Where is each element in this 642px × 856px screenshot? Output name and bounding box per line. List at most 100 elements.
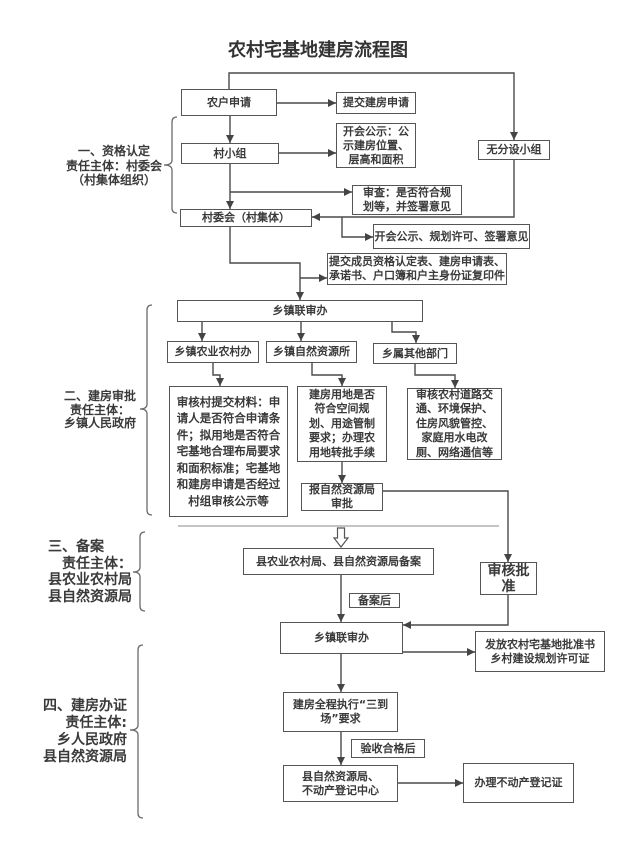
node-text: 农户申请: [207, 95, 251, 109]
other-departments-box: 乡属其他部门: [373, 343, 457, 364]
node-text: 建房全程执行“三到: [292, 698, 389, 711]
section-bracket: [129, 644, 144, 819]
report-resources-bureau-box: 报自然资源局 审批: [301, 483, 383, 511]
node-text: 符合空间规: [314, 402, 370, 416]
node-text: 县农业农村局、县自然资源局备案: [256, 554, 421, 568]
county-registration-center-box: 县自然资源局、 不动产登记中心: [283, 765, 398, 802]
village-committee-box: 村委会（村集体）: [180, 209, 312, 227]
section-label-line: 责任主体：: [69, 402, 130, 417]
section-label-line: 责任主体：: [62, 555, 132, 572]
township-resources-office-box: 乡镇自然资源所: [266, 341, 357, 363]
committee-notice-box: 开会公示、规划许可、签署意见: [373, 224, 530, 249]
node-text: 开会公示、规划许可、签署意见: [374, 229, 529, 243]
node-text: 乡镇联审办: [272, 304, 328, 317]
section-label-line: 责任主体：村委会: [65, 158, 162, 173]
node-text: 请人是否符合申请条: [176, 411, 281, 426]
node-text: 家庭用水电改: [421, 431, 488, 445]
review-materials-box: 审核村提交材料：申 请人是否符合申请条 件；拟用地是否符合 宅基地合理布局要求 …: [169, 386, 288, 517]
review-planning-box: 审查：是否符合规 划等，并签署意见: [352, 185, 462, 215]
node-text: 厕、网络通信等: [416, 445, 493, 459]
node-text: 审查：是否符合规: [363, 186, 451, 199]
node-text: 县自然资源局、: [302, 769, 379, 783]
section-label-line: 四、建房办证: [43, 698, 127, 714]
section-4-label: 四、建房办证 责任主体: 乡人民政府 县自然资源局: [27, 698, 127, 766]
node-text: 和建房申请是否经过: [176, 477, 281, 492]
section-bracket: [139, 304, 153, 516]
node-text: 村组审核公示等: [188, 493, 269, 508]
three-on-site-box: 建房全程执行“三到 场”要求: [283, 692, 398, 732]
node-text: 不动产登记中心: [302, 783, 379, 797]
node-text: 用地转批手续: [309, 445, 375, 459]
section-1-label: 一、资格认定 责任主体：村委会 （村集体组织）: [62, 144, 166, 188]
node-text: 要求；办理农: [309, 431, 375, 445]
section-bracket: [163, 116, 178, 214]
node-text: 无分设小组: [486, 143, 542, 156]
node-text: 村委会（村集体）: [202, 211, 290, 224]
node-text: 开会公示：公: [343, 124, 409, 138]
township-joint-review-2-box: 乡镇联审办: [280, 622, 403, 654]
land-use-review-box: 建房用地是否 符合空间规 划、用途管制 要求；办理农 用地转批手续: [297, 386, 387, 462]
connector-arrow: [383, 490, 512, 562]
hollow-down-arrow-icon: [332, 527, 350, 548]
node-text: 通、环境保护、: [416, 402, 493, 416]
section-label-line: （村集体组织）: [71, 173, 156, 187]
after-acceptance-box: 验收合格后: [351, 739, 425, 758]
issue-permits-box: 发放农村宅基地批准书 乡村建设规划许可证: [475, 631, 605, 672]
connector-arrow: [212, 363, 224, 386]
node-text: 审核村提交材料：申: [176, 394, 281, 409]
node-text: 承诺书、户口簿和户主身份证复印件: [329, 269, 505, 282]
section-2-label: 二、建房审批 责任主体： 乡镇人民政府: [58, 389, 142, 431]
node-text: 乡镇联审办: [314, 631, 369, 644]
node-text: 乡村建设规划许可证: [490, 651, 590, 665]
node-text: 村小组: [213, 146, 247, 160]
node-text: 宅基地合理布局要求: [176, 444, 281, 459]
node-text: 审核农村道路交: [416, 387, 493, 401]
node-text: 提交成员资格认定表、建房申请表、: [329, 255, 505, 268]
section-label-line: 责任主体:: [65, 715, 127, 731]
public-notice-box: 开会公示：公 示建房位置、 层高和面积: [336, 123, 416, 168]
node-text: 备案后: [358, 593, 391, 607]
node-text: 件；拟用地是否符合: [176, 427, 281, 442]
after-filing-box: 备案后: [349, 593, 400, 608]
node-text: 准: [501, 578, 516, 595]
connector-arrow: [312, 160, 515, 221]
node-text: 乡属其他部门: [382, 346, 448, 360]
connector-arrow: [414, 364, 459, 388]
connector-arrow: [391, 322, 420, 343]
page-title: 农村宅基地建房流程图: [228, 40, 408, 61]
submit-application-box: 提交建房申请: [336, 92, 416, 114]
farmer-application-box: 农户申请: [181, 89, 277, 116]
node-text: 审批: [331, 497, 353, 510]
node-text: 验收合格后: [360, 741, 416, 755]
connector-arrow: [229, 227, 304, 300]
section-label-line: 三、备案: [48, 539, 104, 555]
node-text: 场”要求: [320, 712, 361, 725]
node-text: 提交建房申请: [343, 96, 409, 109]
node-text: 示建房位置、: [343, 138, 409, 152]
node-text: 乡镇农业农村办: [174, 345, 252, 358]
connector-arrow: [311, 363, 346, 386]
connector-arrow: [341, 217, 373, 241]
infrastructure-review-box: 审核农村道路交 通、环境保护、 住房风貌管控、 家庭用水电改 厕、网络通信等: [407, 388, 502, 460]
node-text: 报自然资源局: [309, 483, 375, 496]
node-text: 和面积标准；宅基地: [176, 460, 281, 475]
section-3-label: 三、备案 责任主体： 县农业农村局 县自然资源局: [48, 539, 138, 606]
connector-arrow: [403, 595, 509, 629]
node-text: 划、用途管制: [309, 416, 375, 430]
section-label-line: 乡镇人民政府: [63, 416, 136, 430]
section-label-line: 二、建房审批: [63, 389, 136, 403]
node-text: 乡镇自然资源所: [273, 345, 350, 358]
node-text: 住房风貌管控、: [416, 416, 493, 430]
section-bracket: [132, 531, 146, 612]
node-text: 划等，并签署意见: [363, 200, 451, 213]
no-subgroup-box: 无分设小组: [478, 140, 550, 160]
township-joint-review-box: 乡镇联审办: [177, 300, 423, 322]
section-label-line: 乡人民政府: [57, 732, 127, 748]
section-label-line: 县自然资源局: [48, 589, 132, 606]
connector-arrow: [228, 72, 518, 140]
node-text: 办理不动产登记证: [474, 776, 563, 789]
township-agri-office-box: 乡镇农业农村办: [167, 341, 259, 363]
section-label-line: 一、资格认定: [77, 144, 150, 158]
